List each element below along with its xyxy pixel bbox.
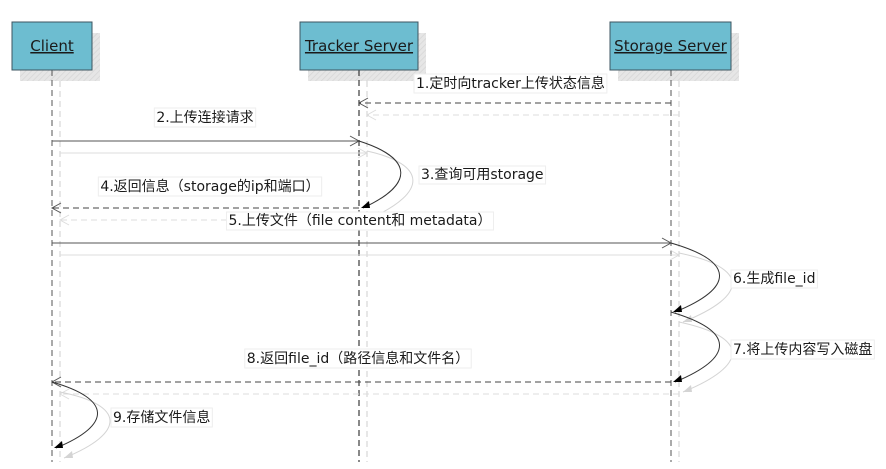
message-m9[interactable]: 9.存储文件信息 (51, 381, 213, 459)
message-label-bg (730, 269, 818, 289)
message-m7[interactable]: 7.将上传内容写入磁盘 (670, 311, 875, 393)
arrowhead-icon (361, 201, 370, 208)
actor-label-client: Client (30, 37, 74, 55)
actor-box-client[interactable] (11, 21, 93, 71)
message-label: 1.定时向tracker上传状态信息 (416, 75, 605, 92)
message-label: 8.返回file_id（路径信息和文件名） (247, 350, 469, 367)
message-label: 9.存储文件信息 (113, 409, 210, 426)
actor-label-tracker: Tracker Server (304, 37, 414, 55)
message-label-bg (418, 165, 547, 185)
self-loop-line (670, 242, 720, 313)
arrowhead-icon (50, 202, 62, 214)
arrowhead-icon (54, 441, 63, 448)
message-m4[interactable]: 4.返回信息（storage的ip和端口） (50, 176, 367, 226)
message-m1[interactable]: 1.定时向tracker上传状态信息 (357, 73, 679, 121)
self-loop-line (51, 381, 98, 449)
actor-box-tracker[interactable] (299, 21, 419, 71)
arrowhead-icon (669, 249, 681, 261)
message-label-bg (413, 73, 608, 94)
actor-label-storage: Storage Server (614, 37, 727, 55)
arrowhead-icon (58, 388, 70, 400)
message-m6[interactable]: 6.生成file_id (670, 242, 818, 323)
arrowhead-icon (357, 147, 369, 159)
message-label-bg (153, 107, 257, 128)
self-loop-line (358, 140, 402, 209)
message-m8[interactable]: 8.返回file_id（路径信息和文件名） (50, 348, 679, 400)
message-m2[interactable]: 2.上传连接请求 (52, 107, 369, 159)
message-label: 6.生成file_id (733, 271, 815, 287)
arrowhead-icon (58, 214, 70, 226)
actor-box-storage[interactable] (609, 21, 732, 71)
message-label-bg (244, 348, 472, 369)
self-loop-shadow (59, 391, 111, 459)
message-label-bg (225, 211, 495, 231)
arrowhead-icon (365, 109, 377, 121)
self-loop-shadow (678, 321, 733, 393)
message-label: 7.将上传内容写入磁盘 (733, 341, 872, 358)
message-label-bg (110, 407, 213, 428)
message-m5[interactable]: 5.上传文件（file content和 metadata） (52, 211, 681, 261)
message-label-bg (730, 339, 875, 360)
arrowhead-shadow-icon (64, 451, 73, 458)
message-label-bg (97, 176, 323, 197)
self-loop-line (670, 311, 720, 383)
arrowhead-icon (357, 97, 369, 109)
arrowhead-icon (673, 305, 682, 312)
arrowhead-icon (673, 375, 682, 382)
message-label: 2.上传连接请求 (156, 109, 253, 126)
arrowhead-shadow-icon (683, 315, 692, 322)
arrowhead-shadow-icon (683, 385, 692, 392)
message-label: 4.返回信息（storage的ip和端口） (100, 178, 319, 195)
message-label: 5.上传文件（file content和 metadata） (228, 213, 491, 229)
message-m3[interactable]: 3.查询可用storage (358, 140, 547, 219)
message-label: 3.查询可用storage (421, 167, 544, 183)
self-loop-shadow (678, 252, 733, 323)
self-loop-shadow (366, 150, 414, 219)
